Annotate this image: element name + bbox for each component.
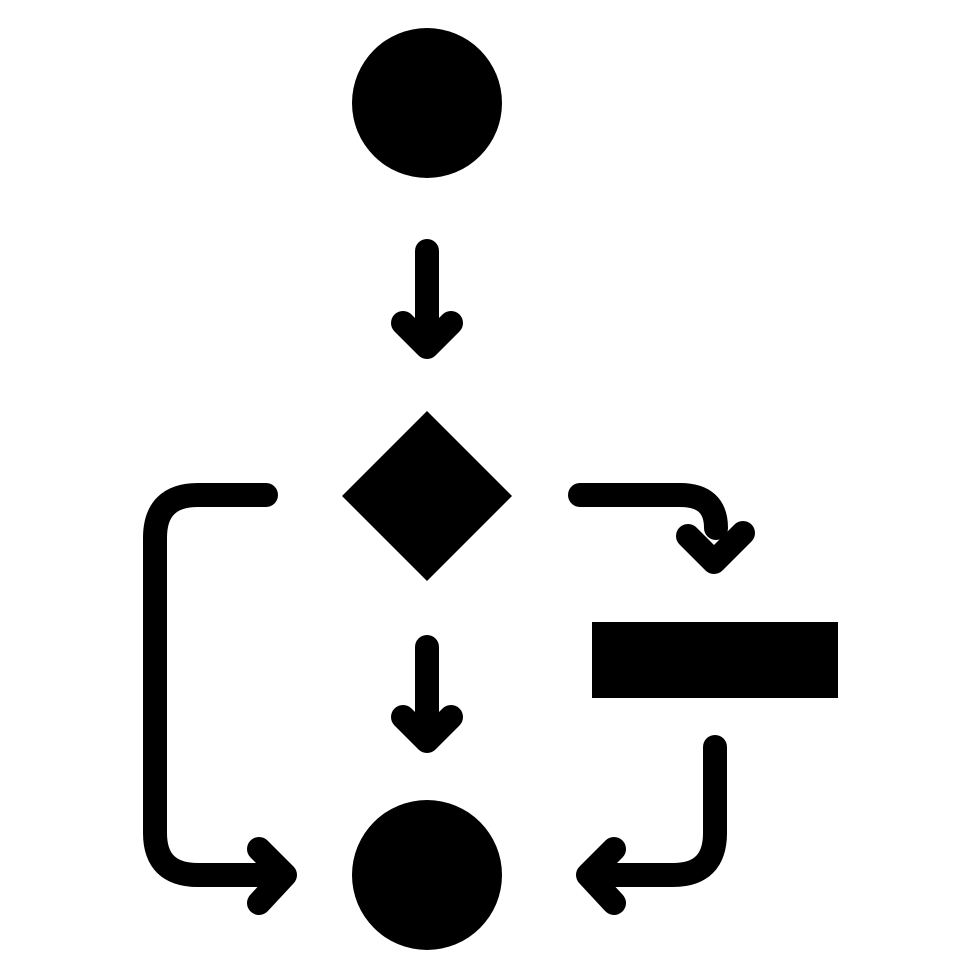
- arrow-decision-to-end-head: [391, 705, 463, 753]
- arrow-process-loop-to-end: [576, 735, 727, 915]
- arrow-decision-to-process-curve: [568, 483, 728, 540]
- arrow-process-loop-to-end-head: [576, 837, 626, 915]
- arrow-decision-to-end: [391, 635, 463, 753]
- process-node-rectangle: [592, 622, 838, 698]
- arrow-decision-loop-to-end: [143, 483, 297, 915]
- arrow-process-loop-to-end-path: [580, 735, 727, 887]
- arrow-start-to-decision-head: [391, 311, 463, 359]
- arrow-start-to-decision: [391, 239, 463, 359]
- arrow-decision-loop-to-end-path: [143, 483, 294, 887]
- arrow-decision-to-process-head: [676, 521, 755, 574]
- end-node-circle: [352, 800, 502, 950]
- start-node-circle: [352, 28, 502, 178]
- decision-node-diamond: [342, 411, 512, 581]
- arrow-decision-loop-to-end-head: [247, 837, 297, 915]
- arrow-decision-to-process: [568, 483, 755, 574]
